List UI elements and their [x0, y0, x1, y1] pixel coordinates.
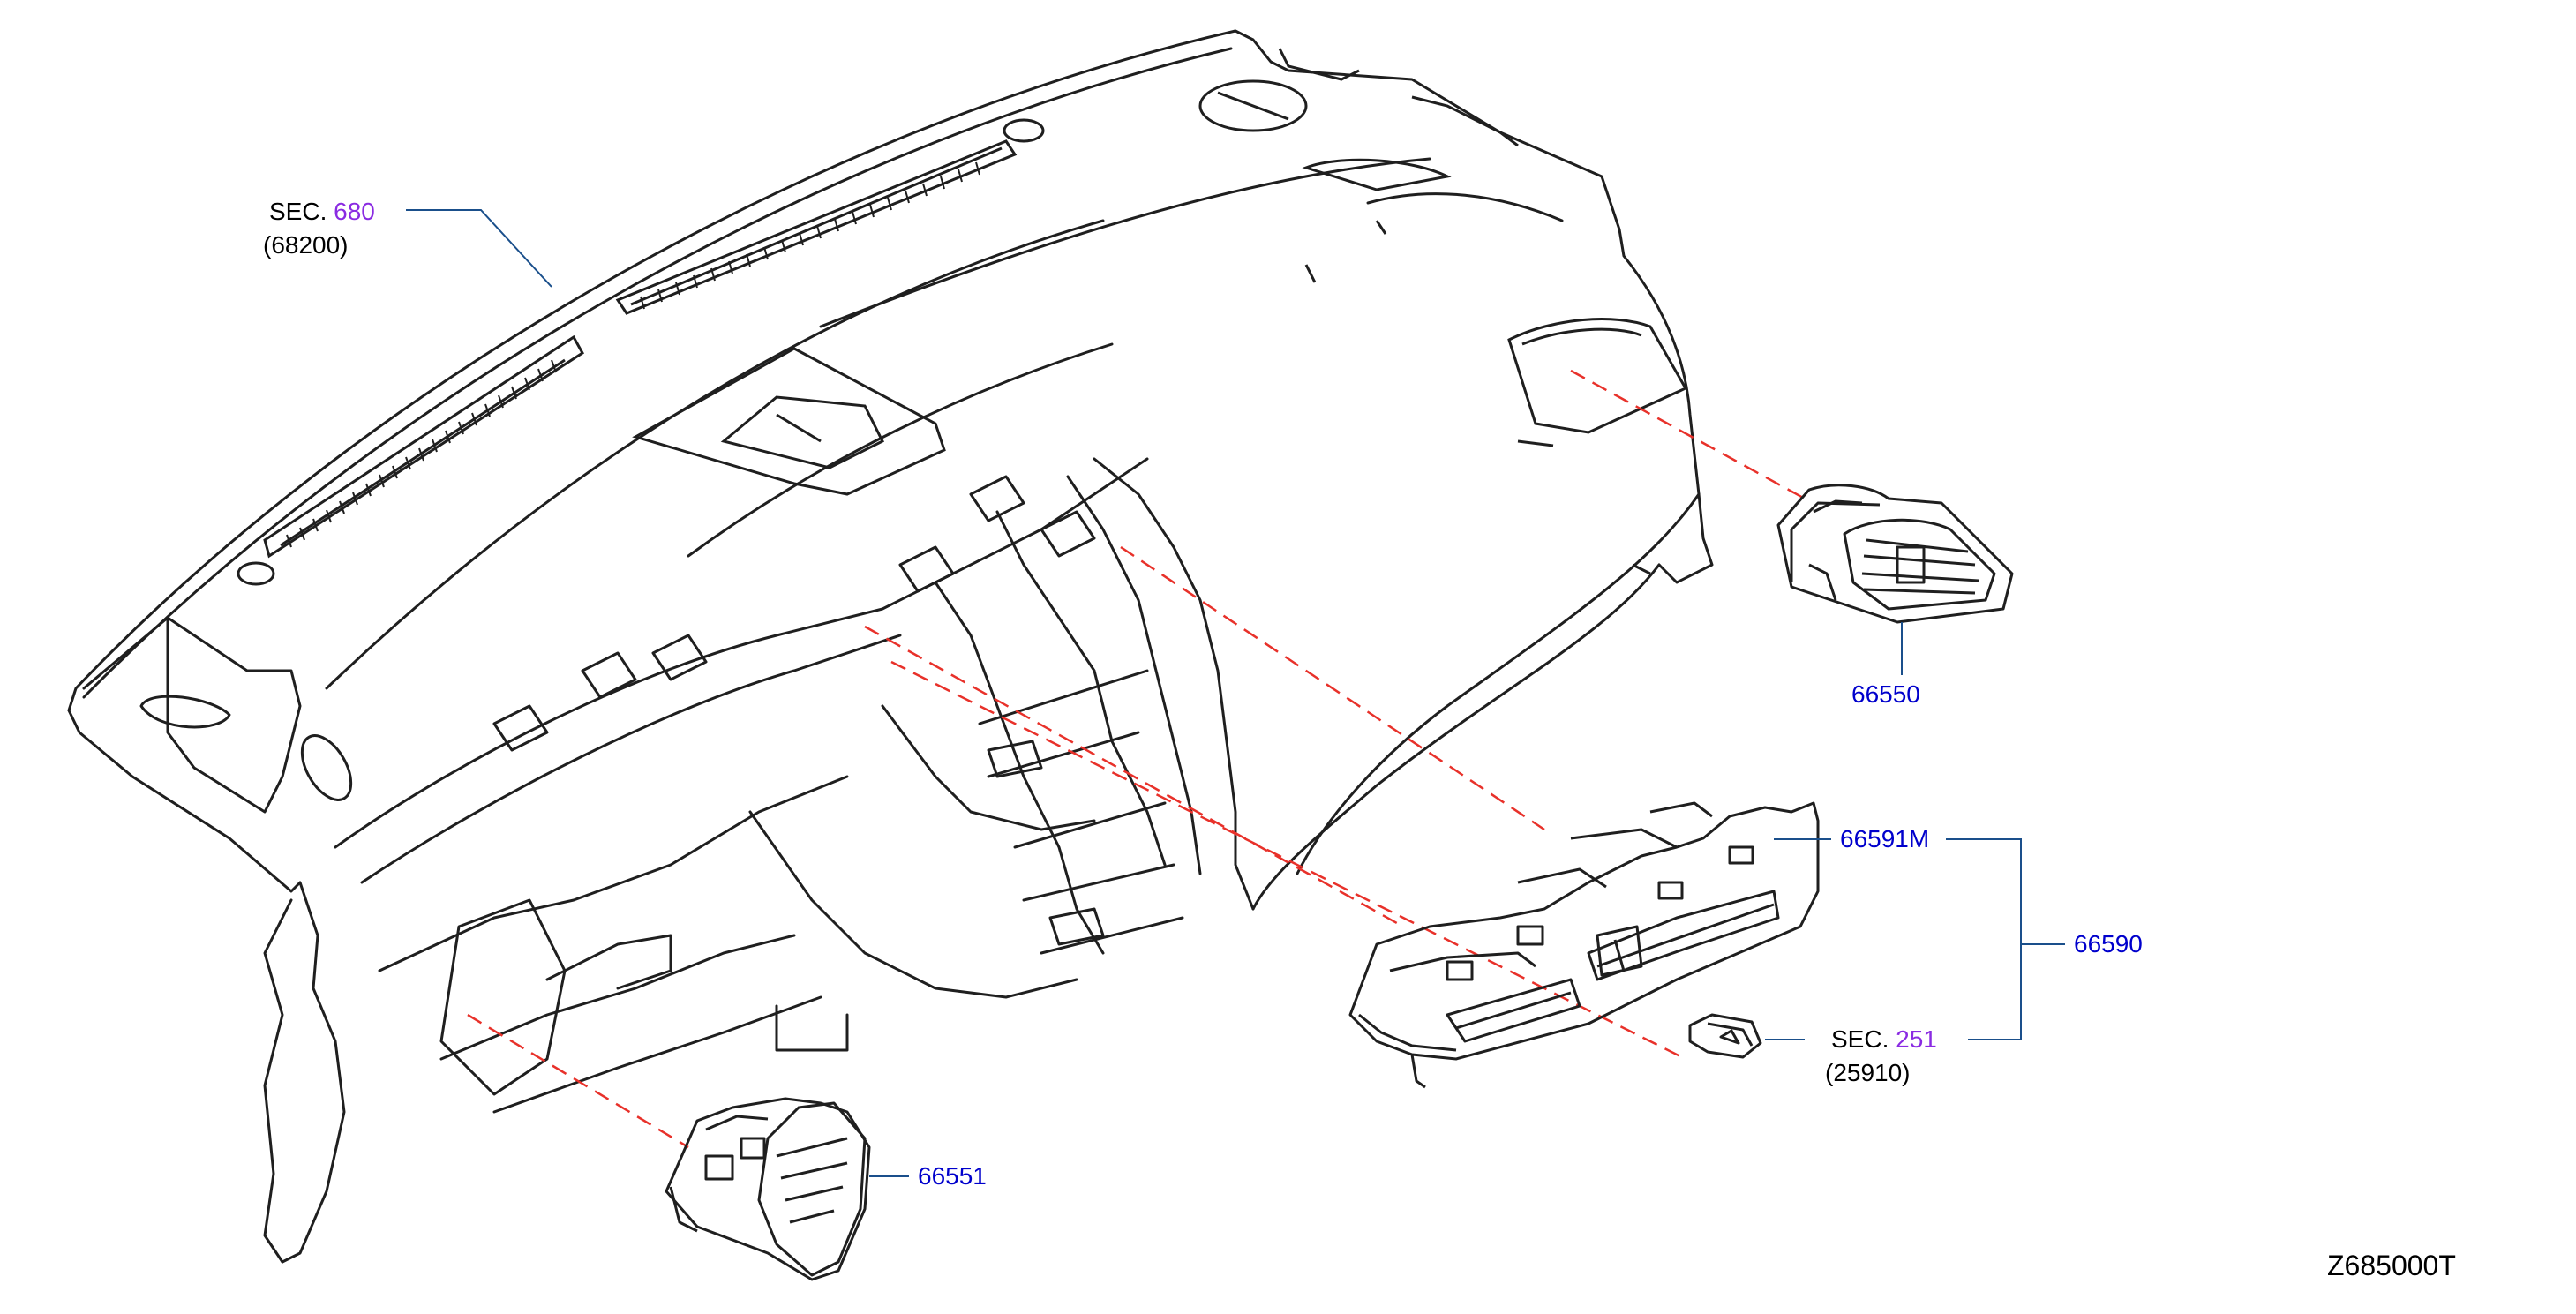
defroster-grille-left	[237, 334, 584, 586]
center-vent-66591M	[1348, 801, 1820, 1089]
sec-251-code: (25910)	[1825, 1059, 1911, 1086]
diagram-id: Z685000T	[2327, 1250, 2456, 1281]
hazard-switch-25910	[1688, 1013, 1762, 1059]
leader-lines	[406, 209, 2065, 1177]
assembly-lines	[467, 369, 1806, 1149]
passenger-vent-opening	[1507, 318, 1688, 575]
part-number-66590: 66590	[2074, 930, 2143, 957]
defroster-grille-center	[615, 118, 1045, 315]
sec-680-label: SEC. 680	[269, 199, 375, 224]
sec-680-number: 680	[334, 198, 375, 225]
cluster-hood	[1198, 48, 1519, 283]
sec-680-code: (68200)	[263, 231, 349, 259]
vent-66551	[665, 1097, 871, 1281]
center-speaker-cover	[632, 347, 946, 496]
sec-680-prefix: SEC.	[269, 198, 327, 225]
vent-66550	[1776, 484, 2014, 624]
part-number-66551: 66551	[918, 1162, 987, 1190]
sec-251-label: SEC. 251	[1831, 1027, 1937, 1052]
part-number-66591M: 66591M	[1840, 825, 1930, 852]
sec-251-prefix: SEC.	[1831, 1025, 1889, 1053]
part-number-66550: 66550	[1851, 680, 1920, 708]
sec-251-number: 251	[1896, 1025, 1937, 1053]
